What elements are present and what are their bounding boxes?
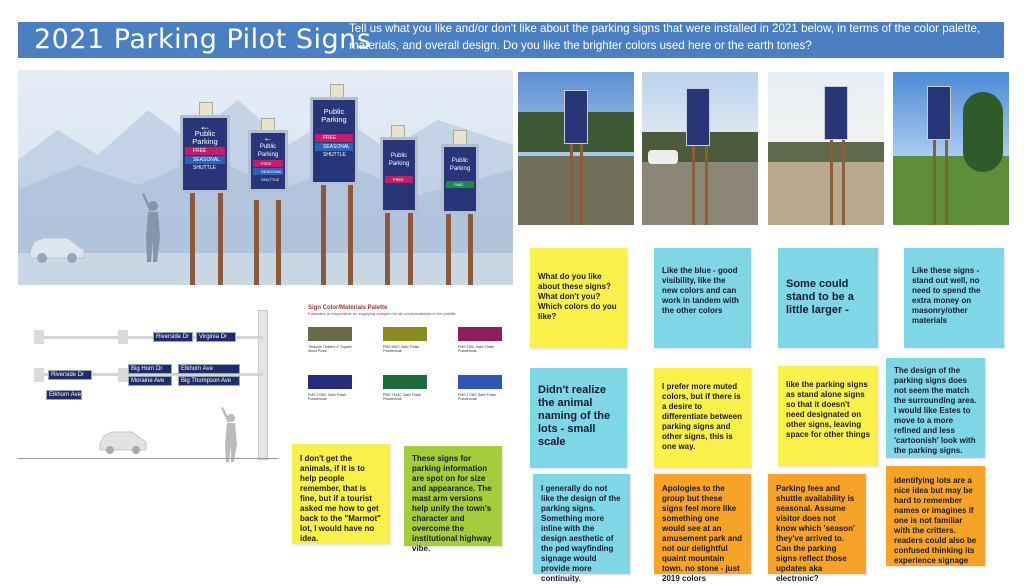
- sign-post: [348, 185, 353, 285]
- shuttle-bar: SEASONAL SHUTTLE: [253, 168, 283, 182]
- car-silhouette: [29, 237, 85, 263]
- header-banner: 2021 Parking Pilot Signs Tell us what yo…: [18, 22, 1004, 58]
- sign-post: [468, 210, 473, 285]
- street-sign: Riverside Dr: [153, 332, 193, 342]
- sticky-note: Parking fees and shuttle availability is…: [768, 474, 866, 583]
- site-photo-1: [518, 72, 634, 225]
- free-bar: FREE: [385, 176, 413, 183]
- sign-label: Public Parking: [257, 144, 279, 158]
- swatch: [308, 327, 352, 341]
- swatch-label: PMS 2755C Satin Finish Powdercoat: [308, 393, 347, 401]
- street-sign: Big Thompson Ave: [178, 376, 240, 386]
- sign-post: [254, 200, 259, 285]
- sign-label: Public Parking: [449, 158, 471, 172]
- sticky-note: These signs for parking information are …: [404, 446, 502, 553]
- swatch-label: PMS 582C Satin Finish Powdercoat: [383, 345, 420, 353]
- sticky-note: I prefer more muted colors, but if there…: [654, 368, 751, 468]
- sign-post: [408, 210, 413, 285]
- sticky-note: identifying lots are a nice idea but may…: [886, 466, 985, 566]
- swatch: [383, 375, 427, 389]
- swatch-label: Treasure Timbers 4" Square Wood Posts: [308, 345, 352, 353]
- sticky-note: The design of the parking signs does not…: [886, 358, 985, 458]
- sign-post: [190, 190, 195, 285]
- sign-label: Public Parking: [321, 107, 347, 124]
- sticky-note: Didn't realize the animal naming of the …: [530, 368, 627, 468]
- shuttle-bar: SEASONAL SHUTTLE: [315, 143, 353, 158]
- swatch: [458, 327, 502, 341]
- car-silhouette: [99, 431, 147, 454]
- sign-label: Public Parking: [388, 153, 410, 167]
- swatch-label: PMS 2728C Satin Finish Powdercoat: [458, 393, 497, 401]
- sticky-note: Some could stand to be a little larger -: [778, 248, 878, 348]
- street-sign: Moraine Ave: [128, 376, 172, 386]
- parking-sign: ← Public Parking FREE SEASONAL SHUTTLE: [248, 130, 288, 192]
- shuttle-bar: SEASONAL SHUTTLE: [185, 156, 225, 171]
- paid-bar: PAID: [446, 181, 474, 188]
- parking-sign: Public Parking FREE SEASONAL SHUTTLE: [310, 97, 358, 185]
- swatch-label: PMS 235C Satin Finish Powdercoat: [458, 345, 495, 353]
- swatch: [383, 327, 427, 341]
- person-silhouette: [142, 193, 160, 262]
- parking-sign: Public Parking PAID: [441, 144, 479, 214]
- mast-arm-drawing: Riverside Dr Virginia Dr Riverside Dr Bi…: [18, 298, 288, 468]
- page-title: 2021 Parking Pilot Signs: [34, 24, 372, 55]
- sticky-note: What do you like about these signs? What…: [530, 248, 627, 348]
- street-sign: Virginia Dr: [196, 332, 236, 342]
- person-silhouette: [221, 407, 237, 462]
- free-bar: FREE: [185, 147, 225, 155]
- palette-title: Sign Color/Materials Palette: [308, 305, 388, 311]
- arrow-left-icon: ←: [263, 133, 273, 144]
- site-photo-4: [893, 72, 1009, 225]
- sticky-note: Like these signs - stand out well, no ne…: [904, 248, 1004, 348]
- color-palette: Sign Color/Materials Palette Fabricator …: [308, 305, 513, 455]
- sticky-note: I generally do not like the design of th…: [533, 474, 630, 583]
- sign-post: [276, 200, 281, 285]
- street-sign: Elkhorn Ave: [46, 390, 82, 400]
- parking-sign: ← Public Parking FREE SEASONAL SHUTTLE: [180, 115, 230, 193]
- arrow-left-icon: ←: [199, 119, 211, 133]
- sticky-note: I don't get the animals, if it is to hel…: [292, 444, 390, 544]
- parking-sign: Public Parking FREE: [380, 137, 418, 213]
- street-sign: Big Horn Dr: [128, 364, 172, 374]
- free-bar: FREE: [315, 134, 353, 142]
- header-prompt: Tell us what you like and/or don't like …: [349, 22, 981, 52]
- sign-post: [321, 185, 326, 285]
- sign-label: Public Parking: [192, 129, 218, 146]
- sign-post: [218, 190, 223, 285]
- street-sign: Riverside Dr: [48, 370, 92, 380]
- swatch: [458, 375, 502, 389]
- street-sign: Elkhorn Ave: [178, 364, 240, 374]
- sign-post: [446, 210, 451, 285]
- swatch-label: PMS 7484C Satin Finish Powdercoat: [383, 393, 422, 401]
- swatch: [308, 375, 352, 389]
- site-photo-2: [642, 72, 758, 225]
- free-bar: FREE: [253, 160, 283, 167]
- sticky-note: Like the blue - good visibility, like th…: [654, 248, 751, 348]
- site-photo-3: [768, 72, 884, 225]
- sign-post: [385, 210, 390, 285]
- ground: [18, 253, 513, 285]
- sticky-note: Apologies to the group but these signs f…: [654, 474, 751, 583]
- palette-subtitle: Fabricator is responsible for supplying …: [308, 311, 457, 316]
- sign-rendering: ← Public Parking FREE SEASONAL SHUTTLE ←…: [18, 70, 513, 285]
- sticky-note: like the parking signs as stand alone si…: [778, 366, 878, 466]
